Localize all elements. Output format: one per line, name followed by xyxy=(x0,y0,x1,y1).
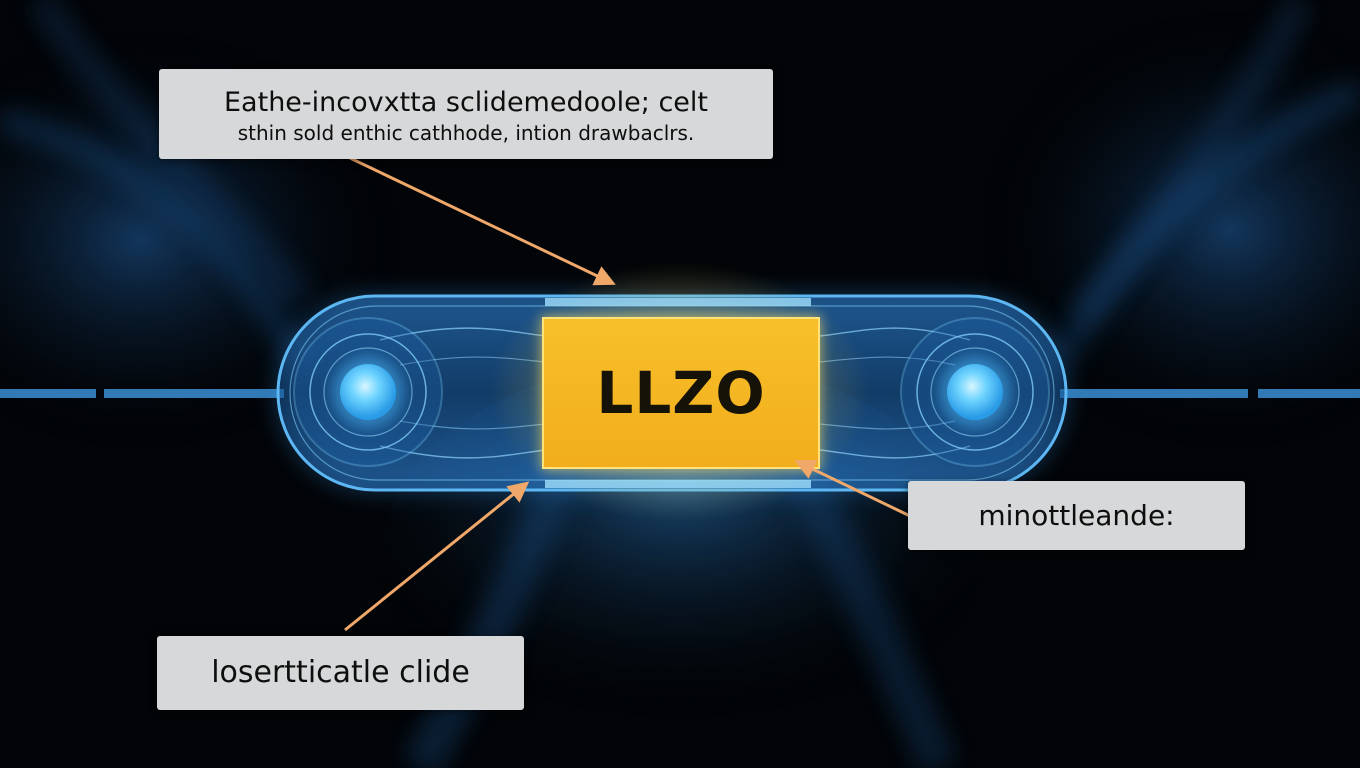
callout-arrows xyxy=(344,156,911,632)
callout-top-line2: sthin sold enthic cathhode, intion drawb… xyxy=(237,121,695,145)
right-electrode xyxy=(900,317,1050,467)
core-label: LLZO xyxy=(596,359,766,427)
callout-right: minottleande: xyxy=(908,481,1245,550)
arrow-top xyxy=(349,156,616,286)
arrow-right xyxy=(794,459,911,518)
arrow-bottom xyxy=(344,481,530,632)
callout-top-line1: Eathe-incovxtta sclidemedoole; celt xyxy=(224,87,708,118)
electrolyte-core xyxy=(490,262,870,522)
left-electrode xyxy=(293,317,443,467)
wires xyxy=(0,389,1360,398)
callout-bottom: losertticatle clide xyxy=(157,636,524,710)
callout-top: Eathe-incovxtta sclidemedoole; celt sthi… xyxy=(159,69,773,159)
